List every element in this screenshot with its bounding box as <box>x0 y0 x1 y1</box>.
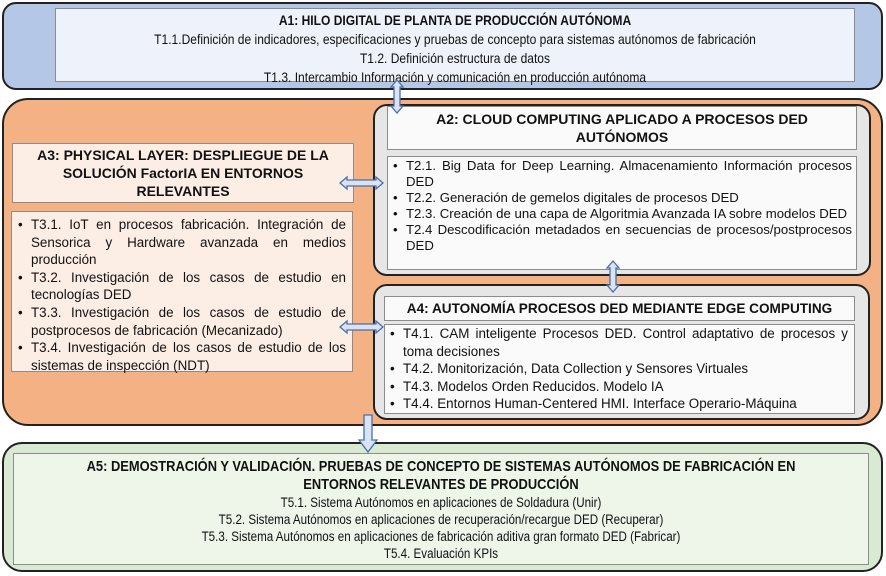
a4-list-box: T4.1. CAM inteligente Procesos DED. Cont… <box>384 324 855 414</box>
a2-title: A2: CLOUD COMPUTING APLICADO A PROCESOS … <box>436 111 808 145</box>
a3-task: T3.1. IoT en procesos fabricación. Integ… <box>15 216 346 269</box>
a1-task: T1.1.Definición de indicadores, especifi… <box>154 31 756 47</box>
a2-task: T2.1. Big Data for Deep Learning. Almace… <box>390 158 852 190</box>
a4-task: T4.2. Monitorización, Data Collection y … <box>387 360 848 378</box>
a2-task: T2.4 Descodificación metadados en secuen… <box>390 222 852 254</box>
arrow-a3-a2 <box>339 175 384 191</box>
arrow-a2-a4 <box>605 260 621 293</box>
arrow-a1-a2 <box>389 79 405 114</box>
a3-task: T3.2. Investigación de los casos de estu… <box>15 269 346 304</box>
a5-title: A5: DEMOSTRACIÓN Y VALIDACIÓN. PRUEBAS D… <box>86 458 796 475</box>
a3-title: A3: PHYSICAL LAYER: DESPLIEGUE DE LA SOL… <box>37 147 329 199</box>
a2-title-box: A2: CLOUD COMPUTING APLICADO A PROCESOS … <box>387 106 857 150</box>
a5-task: T5.4. Evaluación KPIs <box>383 546 499 561</box>
a3-task: T3.4. Investigación de los casos de estu… <box>15 339 346 374</box>
a1-task: T1.2. Definición estructura de datos <box>359 50 551 66</box>
a5-title: ENTORNOS RELEVANTES DE PRODUCCIÓN <box>303 476 579 493</box>
a2-task: T2.3. Creación de una capa de Algoritmia… <box>390 206 852 222</box>
a4-title: A4: AUTONOMÍA PROCESOS DED MEDIANTE EDGE… <box>406 301 833 316</box>
a1-box: A1: HILO DIGITAL DE PLANTA DE PRODUCCIÓN… <box>55 8 855 85</box>
a1-title: A1: HILO DIGITAL DE PLANTA DE PRODUCCIÓN… <box>278 12 632 28</box>
a4-task: T4.4. Entornos Human-Centered HMI. Inter… <box>387 395 848 413</box>
arrow-to-a5 <box>357 414 379 454</box>
a5-task: T5.2. Sistema Autónomos en aplicaciones … <box>218 512 664 527</box>
a3-task: T3.3. Investigación de los casos de estu… <box>15 304 346 339</box>
a3-title-box: A3: PHYSICAL LAYER: DESPLIEGUE DE LA SOL… <box>12 143 354 203</box>
a2-task: T2.2. Generación de gemelos digitales de… <box>390 190 852 206</box>
a1-task: T1.3. Intercambio Información y comunica… <box>263 69 647 85</box>
a4-task: T4.1. CAM inteligente Procesos DED. Cont… <box>387 325 848 360</box>
a4-task: T4.3. Modelos Orden Reducidos. Modelo IA <box>387 378 848 396</box>
a4-title-box: A4: AUTONOMÍA PROCESOS DED MEDIANTE EDGE… <box>384 296 855 321</box>
a5-box: A5: DEMOSTRACIÓN Y VALIDACIÓN. PRUEBAS D… <box>13 453 869 565</box>
a2-list-box: T2.1. Big Data for Deep Learning. Almace… <box>387 156 857 270</box>
arrow-a3-a4 <box>339 319 384 335</box>
a5-task: T5.3. Sistema Autónomos en aplicaciones … <box>201 529 681 544</box>
a3-list-box: T3.1. IoT en procesos fabricación. Integ… <box>11 211 353 374</box>
a5-task: T5.1. Sistema Autónomos en aplicaciones … <box>280 495 602 510</box>
